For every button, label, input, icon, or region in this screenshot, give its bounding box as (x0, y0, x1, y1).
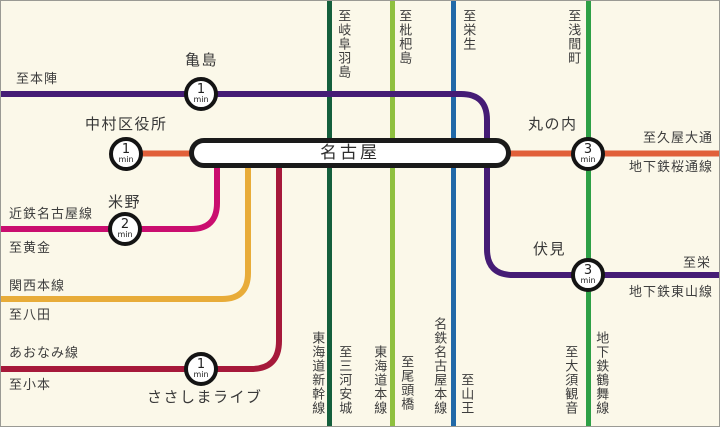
label-to-mikawa-anjo: 至三河安城 (336, 345, 352, 415)
station-name-komeno: 米野 (108, 193, 142, 211)
label-to-komoto: 至小本 (9, 378, 52, 393)
label-to-gifu-hashima: 至岐阜羽島 (335, 9, 351, 79)
label-shinkansen-line: 東海道新幹線 (309, 331, 325, 415)
hub-station-name: 名古屋 (320, 143, 380, 163)
station-badge-nakamura-kuyakusho: 1 min (109, 137, 143, 171)
line-aonami (1, 161, 282, 372)
station-badge-fushimi: 3 min (571, 258, 605, 292)
label-to-asamacho: 至浅間町 (565, 9, 581, 65)
label-to-osu-kannon: 至大須観音 (562, 345, 578, 415)
label-to-sako: 至栄生 (460, 9, 476, 51)
label-to-honjin: 至本陣 (16, 72, 59, 87)
label-aonami-line: あおなみ線 (9, 346, 80, 361)
label-to-hisaya-odori: 至久屋大通 (643, 131, 714, 146)
station-name-kameshima: 亀島 (185, 51, 219, 69)
station-badge-kameshima: 1 min (184, 77, 218, 111)
station-name-fushimi: 伏見 (533, 240, 567, 258)
station-badge-komeno: 2 min (108, 212, 142, 246)
label-meitetsu-line: 名鉄名古屋本線 (431, 317, 447, 415)
label-tsurumai-line: 地下鉄鶴舞線 (593, 331, 609, 415)
label-to-sanno: 至山王 (458, 373, 474, 415)
station-name-nakamura-kuyakusho: 中村区役所 (85, 115, 168, 133)
label-sakuradori-line: 地下鉄桜通線 (629, 160, 714, 175)
line-kansai-main (1, 161, 251, 302)
label-to-sakae: 至栄 (683, 256, 712, 271)
station-badge-marunouchi: 3 min (571, 137, 605, 171)
label-to-biwajima: 至枇杷島 (396, 9, 412, 65)
label-higashiyama-line: 地下鉄東山線 (629, 285, 714, 300)
line-subway-higashiyama (1, 91, 719, 278)
hub-station-box (189, 138, 511, 168)
station-name-sasashima-live: ささしまライブ (147, 388, 263, 406)
label-to-otobashi: 至尾頭橋 (398, 355, 414, 411)
station-name-marunouchi: 丸の内 (528, 115, 578, 133)
label-kintetsu-line: 近鉄名古屋線 (9, 207, 94, 222)
label-to-kogane: 至黄金 (9, 241, 52, 256)
station-badge-sasashima-live: 1 min (184, 352, 218, 386)
label-tokaido-line: 東海道本線 (371, 345, 387, 415)
line-kintetsu-nagoya (1, 161, 220, 232)
label-to-hatta: 至八田 (9, 308, 52, 323)
label-kansai-line: 関西本線 (9, 279, 66, 294)
